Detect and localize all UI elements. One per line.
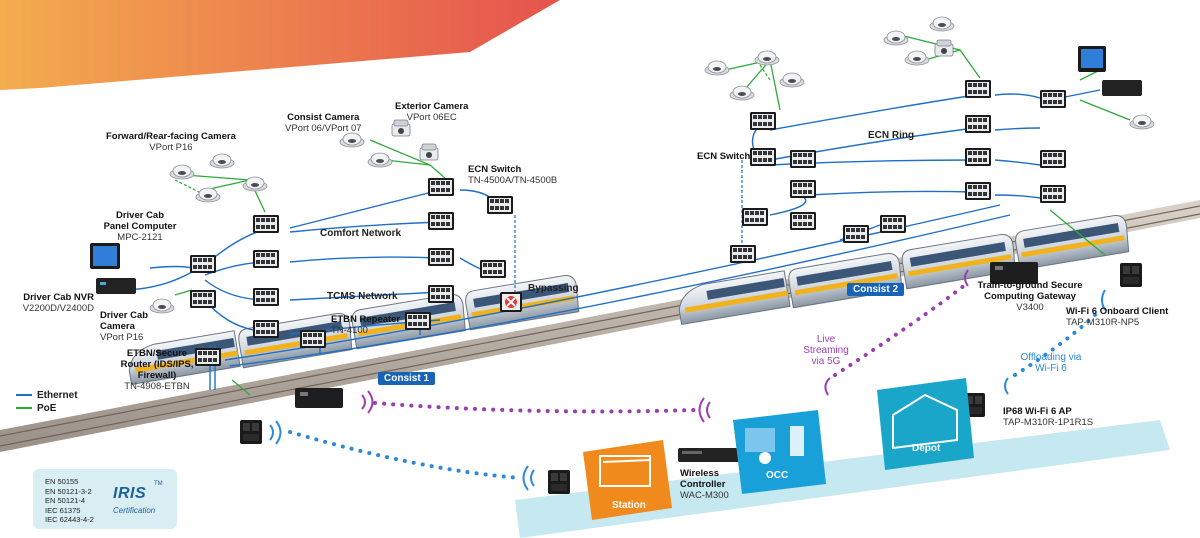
nvr-box bbox=[96, 278, 136, 294]
comfort-network-label: Comfort Network bbox=[320, 228, 402, 239]
legend-ethernet: Ethernet bbox=[37, 390, 78, 401]
router-label: ETBN/Secure Router (IDS/IPS, Firewall)TN… bbox=[120, 348, 194, 392]
train-consist-2 bbox=[678, 213, 1132, 326]
standard-item: EN 50121-4 bbox=[45, 496, 86, 505]
occ-building bbox=[733, 410, 826, 494]
occ-label: OCC bbox=[766, 470, 789, 481]
offloading-label: Offloading via Wi-Fi 6 bbox=[1020, 352, 1082, 374]
certification-label: Certification bbox=[113, 506, 156, 515]
header-decoration bbox=[0, 0, 560, 90]
gateway-right bbox=[990, 262, 1038, 284]
station-label: Station bbox=[612, 500, 646, 511]
depot-label: Depot bbox=[912, 443, 941, 454]
right-nvr-box bbox=[1102, 80, 1142, 96]
bypass-relay bbox=[500, 292, 522, 312]
trademark-mark: TM bbox=[154, 481, 163, 487]
tcms-network-label: TCMS Network bbox=[327, 291, 398, 302]
iris-logo: IRIS bbox=[113, 485, 147, 502]
bypassing-label: Bypassing bbox=[528, 283, 579, 294]
certification-box: EN 50155 EN 50121-3-2 EN 50121-4 IEC 613… bbox=[33, 469, 177, 529]
ecn-ring-label: ECN Ring bbox=[868, 130, 915, 141]
station-ap bbox=[548, 470, 570, 494]
ap-left bbox=[240, 420, 262, 444]
wireless-controller bbox=[678, 448, 748, 462]
standard-item: IEC 61375 bbox=[45, 505, 81, 515]
legend: Ethernet PoE bbox=[16, 389, 78, 415]
gateway-left bbox=[295, 388, 343, 408]
station-building bbox=[583, 440, 672, 520]
onboard-client bbox=[1120, 263, 1142, 287]
depot-building bbox=[877, 378, 974, 470]
standards-list: EN 50155 EN 50121-3-2 EN 50121-4 IEC 613… bbox=[45, 477, 94, 525]
ecn-switch-right-label: ECN Switch bbox=[697, 151, 751, 162]
consist-2-badge: Consist 2 bbox=[847, 283, 905, 296]
standard-item: IEC 62443-4-2 bbox=[45, 515, 94, 524]
wireless-waves bbox=[269, 269, 1106, 491]
consist-1-badge: Consist 1 bbox=[378, 372, 436, 385]
live-streaming-label: Live Streaming via 5G bbox=[803, 334, 849, 367]
standard-item: EN 50155 bbox=[45, 477, 79, 486]
legend-poe: PoE bbox=[37, 403, 57, 414]
right-panel-computer bbox=[1078, 46, 1106, 72]
panel-computer bbox=[90, 243, 120, 269]
ground-platform bbox=[515, 420, 1170, 538]
gateway-label: Train-to-ground Secure Computing Gateway… bbox=[977, 280, 1083, 313]
standard-item: EN 50121-3-2 bbox=[45, 486, 92, 496]
radio-links bbox=[288, 283, 1102, 480]
